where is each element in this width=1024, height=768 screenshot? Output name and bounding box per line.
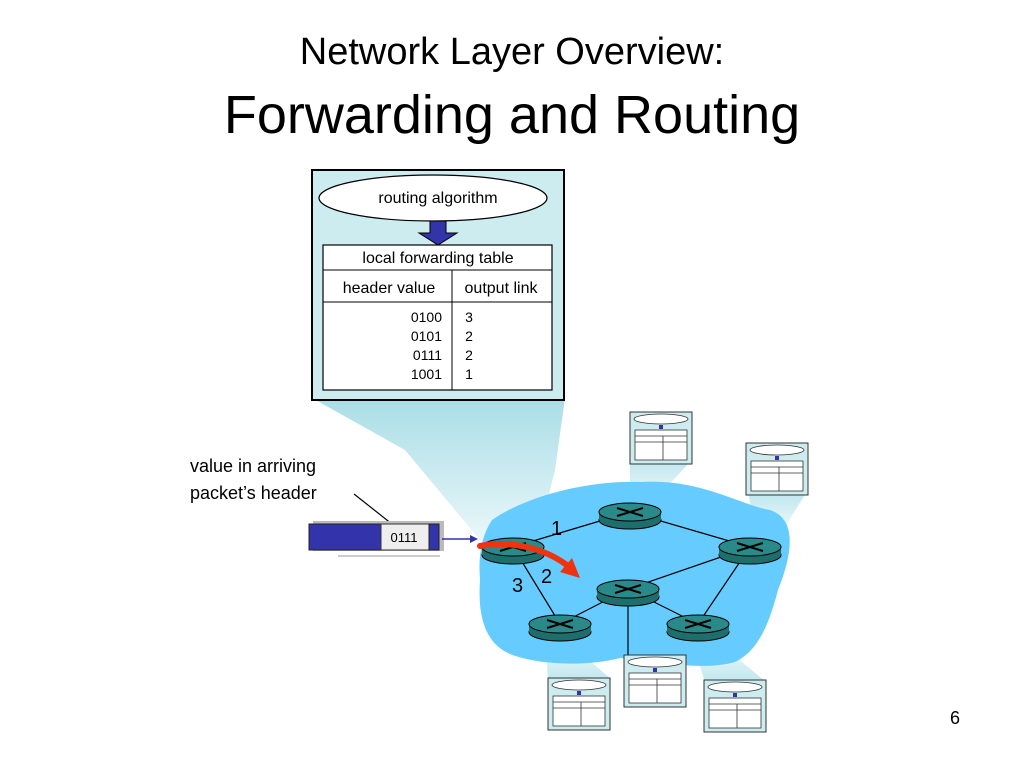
packet-payload <box>308 523 382 551</box>
table-cell-header-value: 0101 <box>411 328 442 344</box>
page-number: 6 <box>949 708 960 728</box>
table-cell-output-link: 1 <box>465 366 473 382</box>
down-arrow-icon <box>417 220 459 246</box>
arriving-label-line2: packet’s header <box>190 483 317 503</box>
router-icon <box>718 537 782 565</box>
table-cell-header-value: 1001 <box>411 366 442 382</box>
link-label-1: 1 <box>551 518 562 540</box>
table-callout-beam <box>312 398 565 550</box>
forwarding-arrowhead-icon <box>560 558 580 578</box>
mini-forwarding-table-icon <box>547 677 611 731</box>
router-icon <box>528 614 592 642</box>
packet-header-value: 0111 <box>391 530 418 545</box>
mini-forwarding-table-icon <box>703 679 767 733</box>
arriving-label-line1: value in arriving <box>190 456 316 476</box>
forwarding-path-arrow <box>477 541 571 569</box>
mini-forwarding-table-icon <box>629 411 693 465</box>
forwarding-table-title: local forwarding table <box>362 250 513 267</box>
table-cell-header-value: 0100 <box>411 309 442 325</box>
table-cell-output-link: 3 <box>465 309 473 325</box>
forwarding-table <box>322 244 553 391</box>
output-link-column-header: output link <box>465 280 539 297</box>
table-cell-output-link: 2 <box>465 347 473 363</box>
router-icon <box>596 579 660 607</box>
router-icon <box>666 614 730 642</box>
routing-algorithm-label: routing algorithm <box>378 190 497 207</box>
slide-title-line1: Network Layer Overview: <box>299 31 725 73</box>
table-cell-output-link: 2 <box>465 328 473 344</box>
mini-forwarding-table-icon <box>745 442 809 496</box>
slide-title-line2: Forwarding and Routing <box>223 85 801 145</box>
packet-header-field <box>380 523 430 551</box>
link-label-2: 2 <box>541 566 552 588</box>
header-value-column-header: header value <box>343 280 436 297</box>
router-icon <box>598 502 662 530</box>
mini-forwarding-table-icon <box>623 654 687 708</box>
link-label-3: 3 <box>512 575 523 597</box>
table-cell-header-value: 0111 <box>413 347 442 363</box>
